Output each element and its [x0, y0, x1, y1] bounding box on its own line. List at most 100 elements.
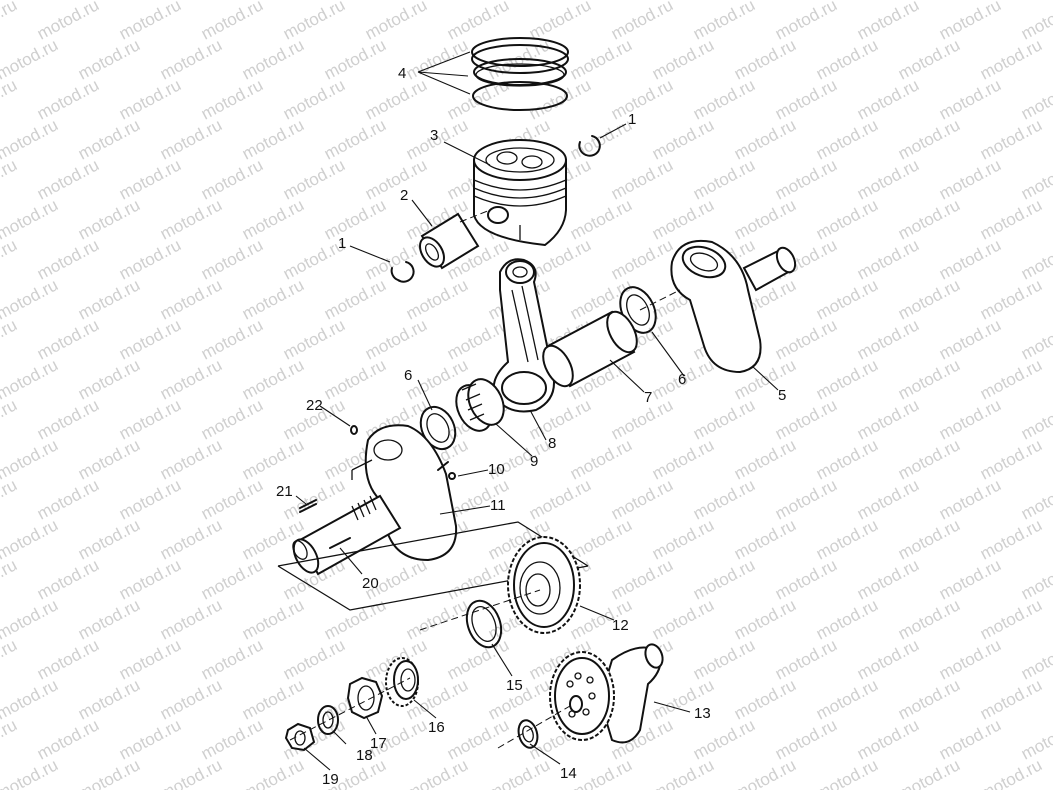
watermark-text: motod.ru [813, 355, 881, 403]
watermark-text: motod.ru [772, 475, 840, 523]
watermark-text: motod.ru [321, 35, 389, 83]
watermark-text: motod.ru [772, 75, 840, 123]
watermark-text: motod.ru [854, 75, 922, 123]
watermark-text: motod.ru [485, 755, 553, 790]
callout-21: 21 [276, 483, 293, 500]
watermark-text: motod.ru [0, 635, 20, 683]
watermark-text: motod.ru [116, 635, 184, 683]
watermark-text: motod.ru [157, 515, 225, 563]
watermark-text: motod.ru [977, 755, 1045, 790]
watermark-text: motod.ru [239, 755, 307, 790]
watermark-text: motod.ru [198, 155, 266, 203]
watermark-text: motod.ru [895, 115, 963, 163]
watermark-text: motod.ru [731, 515, 799, 563]
watermark-text: motod.ru [813, 595, 881, 643]
watermark-text: motod.ru [526, 475, 594, 523]
watermark-text: motod.ru [239, 595, 307, 643]
key-21 [299, 499, 317, 513]
watermark-text: motod.ru [116, 315, 184, 363]
watermark-text: motod.ru [854, 0, 922, 44]
watermark-text: motod.ru [567, 435, 635, 483]
callout-22: 22 [306, 397, 323, 414]
watermark-text: motod.ru [321, 115, 389, 163]
circlip-left [390, 261, 415, 283]
watermark-text: motod.ru [34, 75, 102, 123]
callout-2: 2 [400, 187, 408, 204]
watermark-text: motod.ru [731, 675, 799, 723]
watermark-text: motod.ru [280, 75, 348, 123]
watermark-text: motod.ru [649, 115, 717, 163]
watermark-text: motod.ru [608, 475, 676, 523]
watermark-text: motod.ru [75, 515, 143, 563]
assembly-axes [289, 209, 681, 749]
watermark-text: motod.ru [198, 475, 266, 523]
washer-14 [517, 719, 539, 749]
watermark-text: motod.ru [813, 755, 881, 790]
watermark-text: motod.ru [772, 715, 840, 763]
watermark-text: motod.ru [690, 0, 758, 44]
watermark-text: motod.ru [116, 555, 184, 603]
callout-3: 3 [430, 127, 438, 144]
watermark-text: motod.ru [690, 395, 758, 443]
watermark-text: motod.ru [854, 395, 922, 443]
watermark-text: motod.ru [157, 195, 225, 243]
watermark-text: motod.ru [34, 155, 102, 203]
watermark-text: motod.ru [403, 275, 471, 323]
watermark-text: motod.ru [116, 715, 184, 763]
watermark-text: motod.ru [690, 715, 758, 763]
watermark-text: motod.ru [75, 675, 143, 723]
watermark-text: motod.ru [239, 195, 307, 243]
callout-6-right: 6 [678, 371, 686, 388]
watermark-text: motod.ru [690, 635, 758, 683]
watermark-text: motod.ru [772, 555, 840, 603]
watermark-text: motod.ru [198, 235, 266, 283]
watermark-text: motod.ru [34, 715, 102, 763]
watermark-text: motod.ru [854, 715, 922, 763]
watermark-text: motod.ru [0, 475, 20, 523]
watermark-text: motod.ru [813, 35, 881, 83]
watermark-text: motod.ru [936, 395, 1004, 443]
watermark-text: motod.ru [772, 635, 840, 683]
watermark-text: motod.ru [854, 315, 922, 363]
watermark-text: motod.ru [0, 555, 20, 603]
balancer-shaft [549, 643, 664, 744]
watermark-text: motod.ru [34, 475, 102, 523]
watermark-text: motod.ru [813, 275, 881, 323]
watermark-text: motod.ru [444, 715, 512, 763]
watermark-text: motod.ru [977, 675, 1045, 723]
watermark-text: motod.ru [977, 115, 1045, 163]
piston-rings [471, 37, 569, 111]
leader-lines [295, 51, 779, 771]
watermark-text: motod.ru [75, 195, 143, 243]
watermark-text: motod.ru [362, 155, 430, 203]
watermark-text: motod.ru [813, 515, 881, 563]
watermark-text: motod.ru [567, 755, 635, 790]
watermark-text: motod.ru [239, 435, 307, 483]
watermark-text: motod.ru [0, 715, 20, 763]
washer-18 [317, 705, 339, 735]
watermark-text: motod.ru [649, 755, 717, 790]
watermark-text: motod.ru [977, 595, 1045, 643]
watermark-text: motod.ru [116, 0, 184, 44]
watermark-text: motod.ru [239, 675, 307, 723]
watermark-text: motod.ru [895, 675, 963, 723]
watermark-text: motod.ru [977, 435, 1045, 483]
watermark-text: motod.ru [444, 555, 512, 603]
watermark-text: motod.ru [936, 155, 1004, 203]
watermark-text: motod.ru [0, 235, 20, 283]
watermark-text: motod.ru [854, 635, 922, 683]
watermark-text: motod.ru [198, 555, 266, 603]
watermark-text: motod.ru [321, 195, 389, 243]
watermark-text: motod.ru [280, 315, 348, 363]
watermark-text: motod.ru [157, 35, 225, 83]
watermark-text: motod.ru [157, 675, 225, 723]
watermark-text: motod.ru [977, 355, 1045, 403]
watermark-text: motod.ru [936, 715, 1004, 763]
watermark-text: motod.ru [0, 755, 61, 790]
watermark-text: motod.ru [731, 595, 799, 643]
watermark-text: motod.ru [75, 275, 143, 323]
watermark-text: motod.ru [649, 35, 717, 83]
callout-8: 8 [548, 435, 556, 452]
watermark-text: motod.ru [567, 195, 635, 243]
